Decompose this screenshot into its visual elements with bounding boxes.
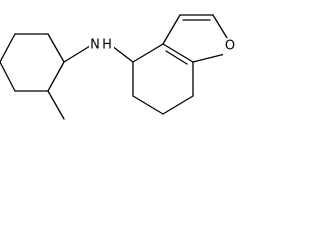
amine-label-group: N H <box>89 36 114 54</box>
bond-ring-to-nitrogen <box>63 45 91 63</box>
methyl-bond <box>47 90 65 120</box>
bond-nitrogen-to-ring <box>111 45 134 63</box>
bond-c3a-c7a <box>162 43 194 63</box>
tetrahydro-ring <box>132 43 194 115</box>
bond-c3a-c7a-inner <box>165 50 188 65</box>
bond-c5-c6-sat <box>132 95 164 115</box>
oxygen-label-group: O <box>223 38 236 55</box>
oxygen-atom-label: O <box>225 39 235 54</box>
bond-c4-c5 <box>0 33 16 63</box>
bond-c6-c7-sat <box>162 95 194 115</box>
bond-c3a-c3 <box>162 14 181 45</box>
amine-hydrogen-label: H <box>102 38 112 53</box>
nitrogen-atom-label: N <box>90 38 100 53</box>
bond-c6-c1 <box>47 33 65 63</box>
bond-c1-c2 <box>47 61 65 92</box>
molecule-drawing: N H O <box>0 14 236 120</box>
furan-ring <box>162 14 228 65</box>
bond-c3a-c4 <box>132 43 164 63</box>
bond-c2-oxygen <box>212 14 228 39</box>
bond-oxygen-c7a <box>192 53 226 63</box>
chemical-structure-figure: N H O <box>0 0 249 131</box>
cyclohexane-ring <box>0 33 65 92</box>
bond-c3-c4 <box>0 61 16 92</box>
